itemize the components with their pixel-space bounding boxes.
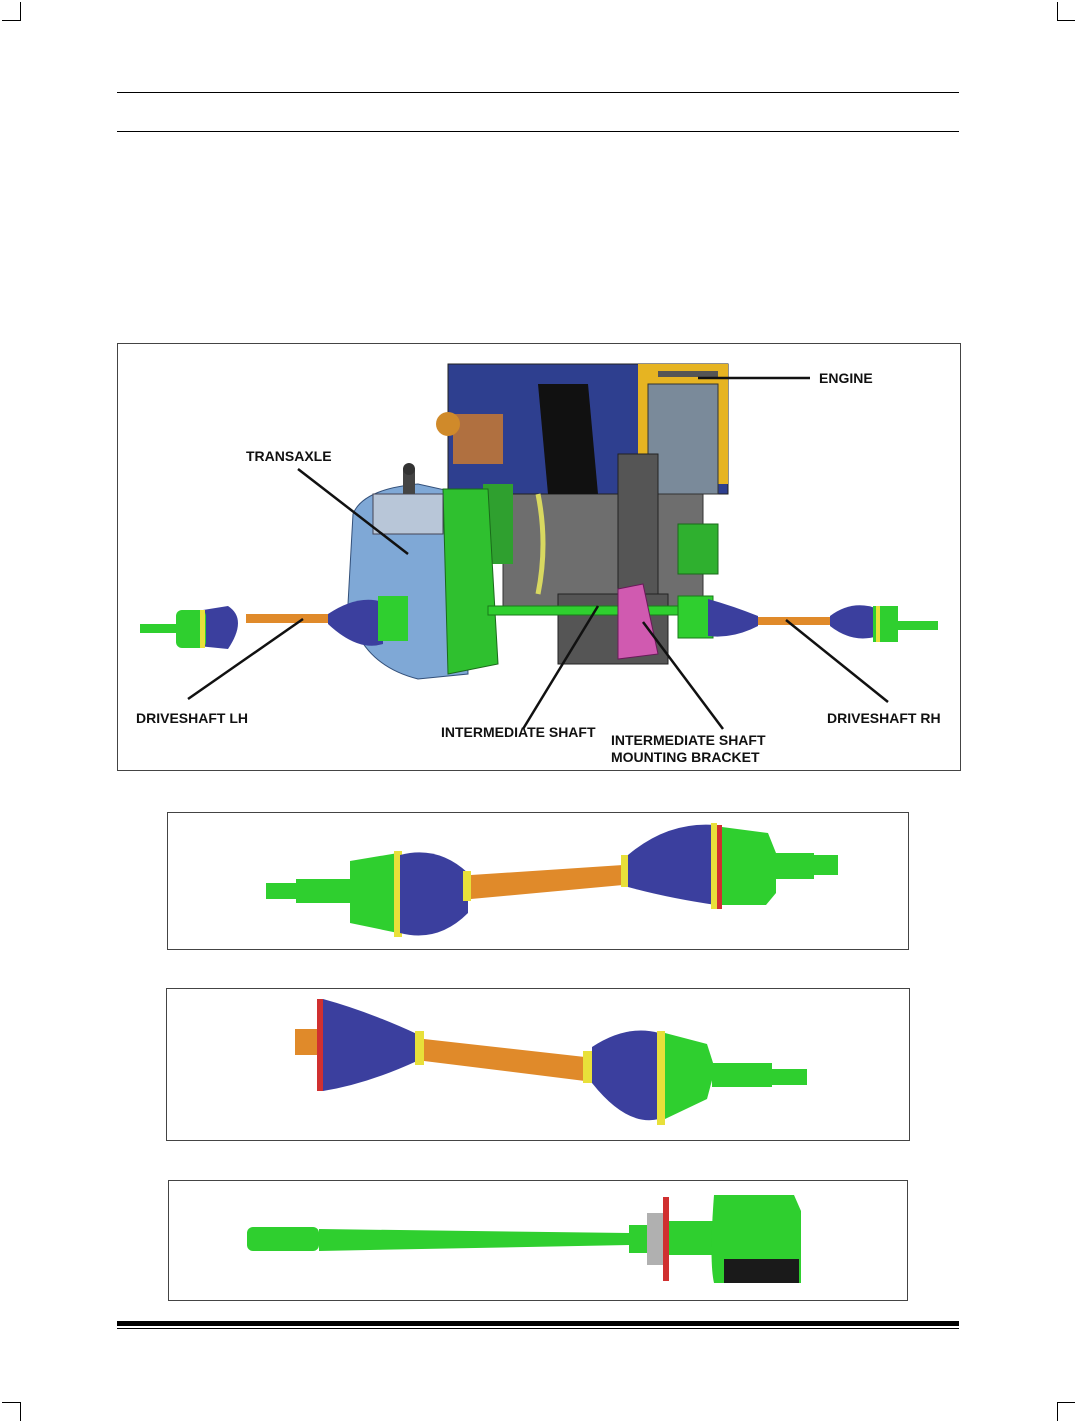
transaxle-housing bbox=[347, 463, 499, 680]
crop-mark-top-left bbox=[2, 2, 21, 21]
footer-rule-thick bbox=[117, 1321, 959, 1326]
intermediate-shaft bbox=[487, 605, 689, 616]
driveshaft-1-illustration bbox=[266, 823, 838, 937]
label-driveshaft-rh: DRIVESHAFT RH bbox=[827, 710, 941, 726]
label-intermediate-shaft-bracket-line2: MOUNTING BRACKET bbox=[611, 749, 760, 765]
driveshaft-figure-2 bbox=[166, 988, 910, 1141]
driveshaft-figure-1 bbox=[167, 812, 909, 950]
label-engine: ENGINE bbox=[819, 370, 873, 386]
header-rule-top bbox=[117, 92, 959, 93]
crop-mark-top-right bbox=[1057, 2, 1075, 21]
intermediate-shaft-illustration bbox=[247, 1195, 801, 1283]
powertrain-illustration bbox=[140, 363, 938, 730]
crop-mark-bottom-right bbox=[1057, 1402, 1075, 1421]
intermediate-shaft-bracket bbox=[617, 583, 659, 660]
footer-rule-thin bbox=[117, 1328, 959, 1329]
driveshaft-2-illustration bbox=[295, 999, 807, 1125]
driveshaft-lh-illustration bbox=[140, 596, 408, 649]
crop-mark-bottom-left bbox=[2, 1402, 21, 1421]
header-rule-bottom bbox=[117, 131, 959, 132]
leader-lines bbox=[187, 376, 889, 730]
label-intermediate-shaft-bracket-line1: INTERMEDIATE SHAFT bbox=[611, 732, 766, 748]
label-transaxle: TRANSAXLE bbox=[246, 448, 332, 464]
powertrain-figure: ENGINE TRANSAXLE DRIVESHAFT LH INTERMEDI… bbox=[117, 343, 961, 771]
intermediate-shaft-figure bbox=[168, 1180, 908, 1301]
label-intermediate-shaft: INTERMEDIATE SHAFT bbox=[441, 724, 596, 740]
driveshaft-rh-illustration bbox=[677, 595, 938, 642]
engine-block bbox=[436, 363, 729, 665]
label-driveshaft-lh: DRIVESHAFT LH bbox=[136, 710, 248, 726]
